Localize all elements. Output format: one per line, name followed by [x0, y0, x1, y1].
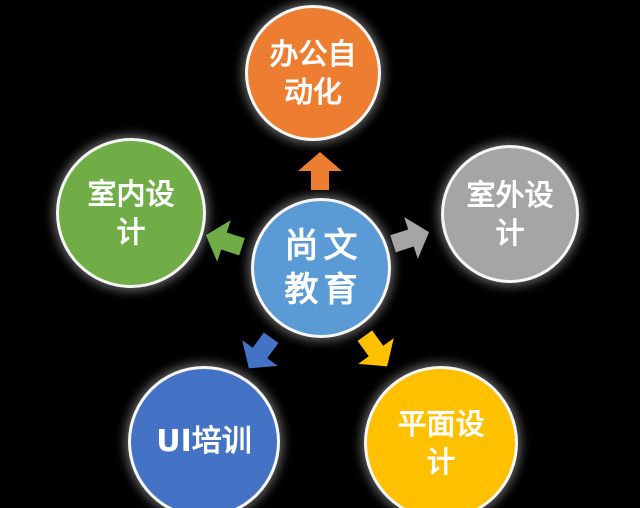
arrow-up-icon [298, 152, 342, 190]
center-node-label-line: 尚文 [284, 226, 363, 266]
node-label-line: 计 [116, 215, 146, 249]
arrow-down-right-icon [347, 323, 405, 380]
arrow-down-left-shape [242, 332, 279, 369]
node-label-line: 动化 [283, 75, 342, 109]
arrow-right-shape [390, 217, 430, 259]
node-label-line: UI培训 [156, 424, 252, 459]
arrow-down-left-icon [231, 325, 289, 382]
node-graphic-design: 平面设 计 [367, 369, 515, 508]
node-label-line: 办公自 [269, 37, 357, 71]
arrow-down-right-shape [357, 330, 394, 367]
arrow-left-icon [199, 214, 249, 268]
arrow-right-icon [386, 211, 436, 265]
node-label-line: 平面设 [397, 407, 485, 441]
node-interior-design: 室内设 计 [59, 141, 203, 285]
node-office-automation: 办公自 动化 [248, 8, 378, 138]
center-node-shangwen-education: 尚文 教育 [254, 201, 388, 335]
node-label-line: 计 [426, 445, 456, 479]
arrow-left-shape [205, 220, 245, 262]
node-ui-training: UI培训 [131, 369, 277, 508]
arrow-up-shape [298, 152, 342, 190]
node-label-line: 计 [495, 216, 525, 250]
node-exterior-design: 室外设 计 [444, 148, 576, 280]
node-label-line: 室外设 [466, 178, 554, 212]
node-label-line: 室内设 [87, 177, 175, 211]
center-node-label-line: 教育 [284, 270, 363, 310]
